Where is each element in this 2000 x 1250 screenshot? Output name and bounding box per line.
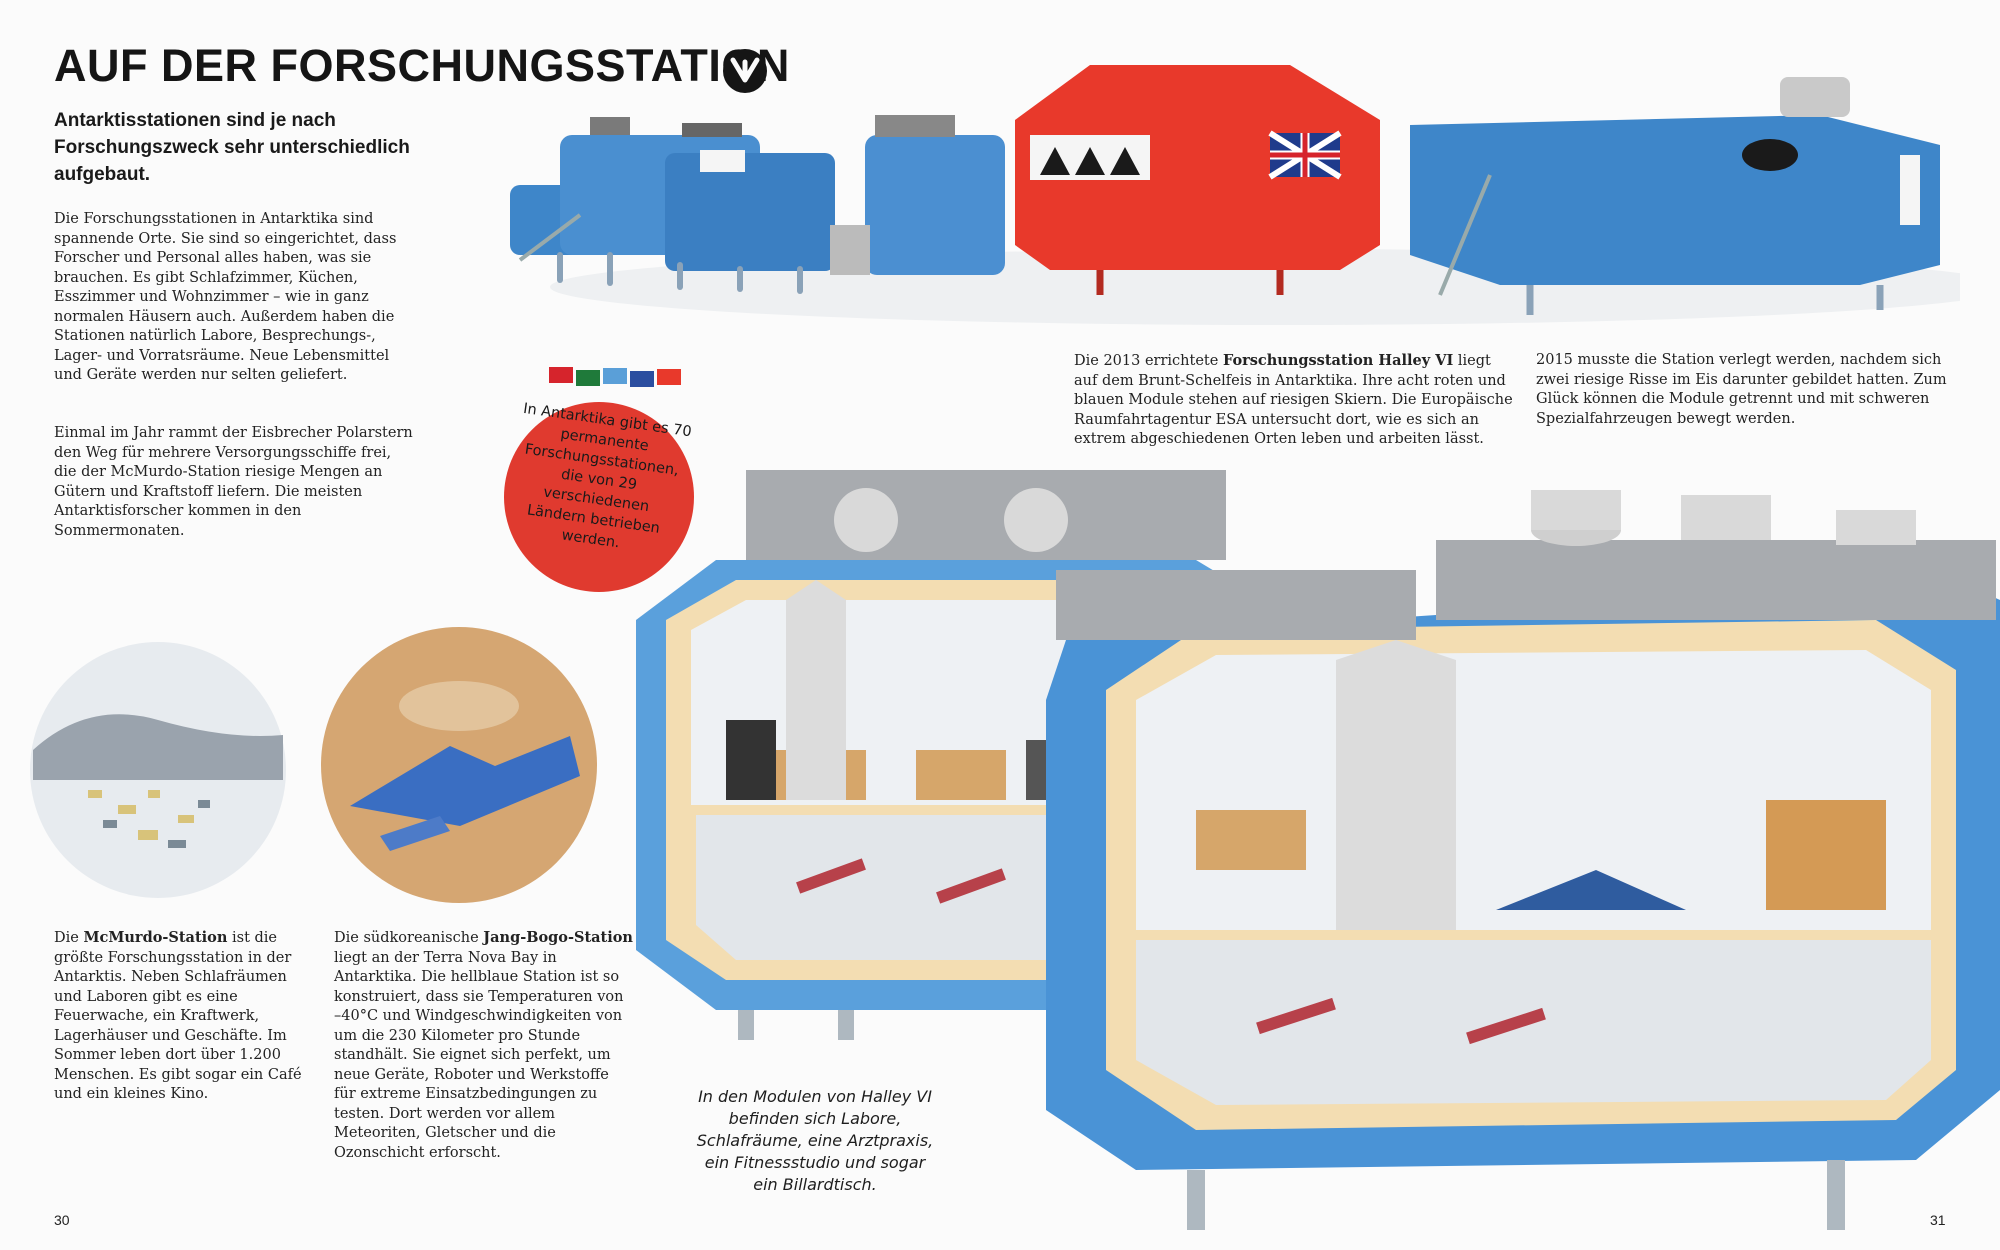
halley-paragraph: Die 2013 errichtete Forschungsstation Ha… bbox=[1074, 352, 1513, 447]
blue-module-small-1 bbox=[510, 117, 835, 271]
supply-paragraph: Einmal im Jahr rammt der Eisbrecher Pola… bbox=[54, 425, 413, 539]
halley-station-illustration bbox=[500, 55, 1960, 345]
flag-icons bbox=[549, 367, 681, 387]
page-title: AUF DER FORSCHUNGSSTATION bbox=[54, 40, 790, 91]
mcmurdo-illustration bbox=[28, 640, 288, 900]
mcmurdo-paragraph: Die McMurdo-Station ist die größte Forsc… bbox=[54, 929, 302, 1102]
intro-paragraph: Die Forschungsstationen in Antarktika si… bbox=[54, 211, 397, 383]
cutaway-module-right bbox=[1046, 490, 2000, 1230]
page-number-right: 31 bbox=[1930, 1212, 1946, 1228]
module-caption: In den Modulen von Halley VI befinden si… bbox=[696, 1087, 934, 1194]
penguin-footprint-icon bbox=[722, 48, 768, 94]
jang-bogo-paragraph: Die südkoreanische Jang-Bogo-Station lie… bbox=[334, 929, 633, 1161]
jang-bogo-illustration bbox=[320, 626, 598, 904]
module-cutaway-illustration bbox=[636, 470, 2000, 1240]
page-subtitle: Antarktisstationen sind je nach Forschun… bbox=[54, 110, 410, 185]
page-number-left: 30 bbox=[54, 1212, 70, 1228]
relocation-paragraph: 2015 musste die Station verlegt werden, … bbox=[1536, 352, 1947, 427]
station-count-badge bbox=[484, 362, 714, 592]
